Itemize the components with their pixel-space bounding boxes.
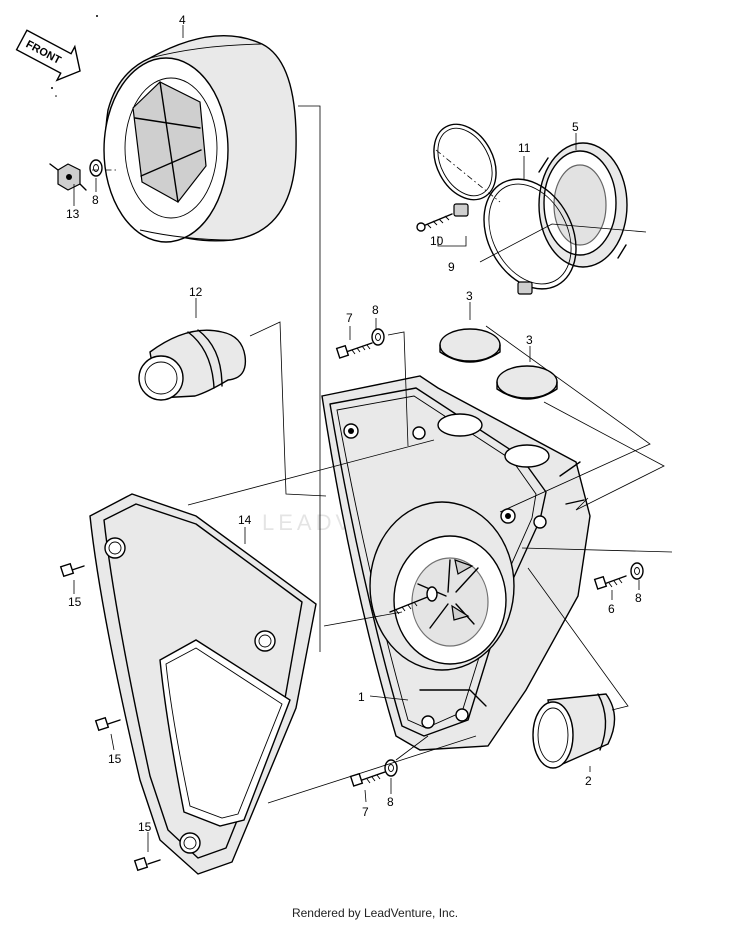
callout-8-top-left: 8	[92, 193, 99, 207]
callout-5: 5	[572, 120, 579, 134]
callout-14: 14	[238, 513, 252, 527]
bolt-upper	[335, 342, 373, 359]
callout-6: 6	[608, 602, 615, 616]
inlet-cap	[538, 142, 628, 268]
callout-15-lower: 15	[138, 820, 152, 834]
front-arrow: FRONT	[15, 29, 81, 82]
callout-15-upper: 15	[68, 595, 82, 609]
air-filter-element	[103, 35, 297, 243]
side-cover	[89, 493, 317, 875]
callout-leaders	[73, 25, 640, 852]
screw-lower	[133, 856, 161, 872]
assembly-lines	[92, 105, 673, 804]
callout-12: 12	[189, 285, 203, 299]
housing-stud	[389, 586, 438, 615]
washer-upper	[371, 328, 385, 346]
washer-right	[630, 562, 644, 580]
callout-8-lower: 8	[387, 795, 394, 809]
screw-upper	[59, 562, 85, 578]
wing-nut	[49, 163, 87, 191]
rubber-duct	[138, 329, 247, 401]
screw-middle	[94, 716, 121, 732]
outlet-duct	[532, 693, 616, 769]
clamp-screw	[416, 213, 453, 232]
callout-3-upper: 3	[466, 289, 473, 303]
callout-8-upper: 8	[372, 303, 379, 317]
callout-11: 11	[518, 141, 531, 155]
callout-4: 4	[179, 13, 186, 27]
air-cleaner-housing	[321, 375, 591, 751]
plug-upper	[439, 328, 501, 363]
callout-labels: 1 2 3 3 4 5 6 7 7 8 8 8 8 9 10 11 12 13 …	[66, 13, 642, 834]
stray-marks	[51, 15, 98, 97]
hose-clamp	[433, 123, 497, 217]
washer-top	[89, 159, 103, 177]
render-credit: Rendered by LeadVenture, Inc.	[291, 906, 459, 920]
callout-1: 1	[358, 690, 365, 704]
callout-7-lower: 7	[362, 805, 369, 819]
callout-8-right: 8	[635, 591, 642, 605]
bolt-lower	[349, 771, 386, 787]
callout-15-middle: 15	[108, 752, 122, 766]
seal-ring	[483, 178, 577, 295]
callout-3-lower: 3	[526, 333, 533, 347]
callout-13: 13	[66, 207, 80, 221]
bolt-right	[593, 575, 627, 590]
callout-9: 9	[448, 260, 455, 274]
callout-7-upper: 7	[346, 311, 353, 325]
callout-10: 10	[430, 234, 444, 248]
callout-2: 2	[585, 774, 592, 788]
plug-lower	[496, 365, 558, 400]
